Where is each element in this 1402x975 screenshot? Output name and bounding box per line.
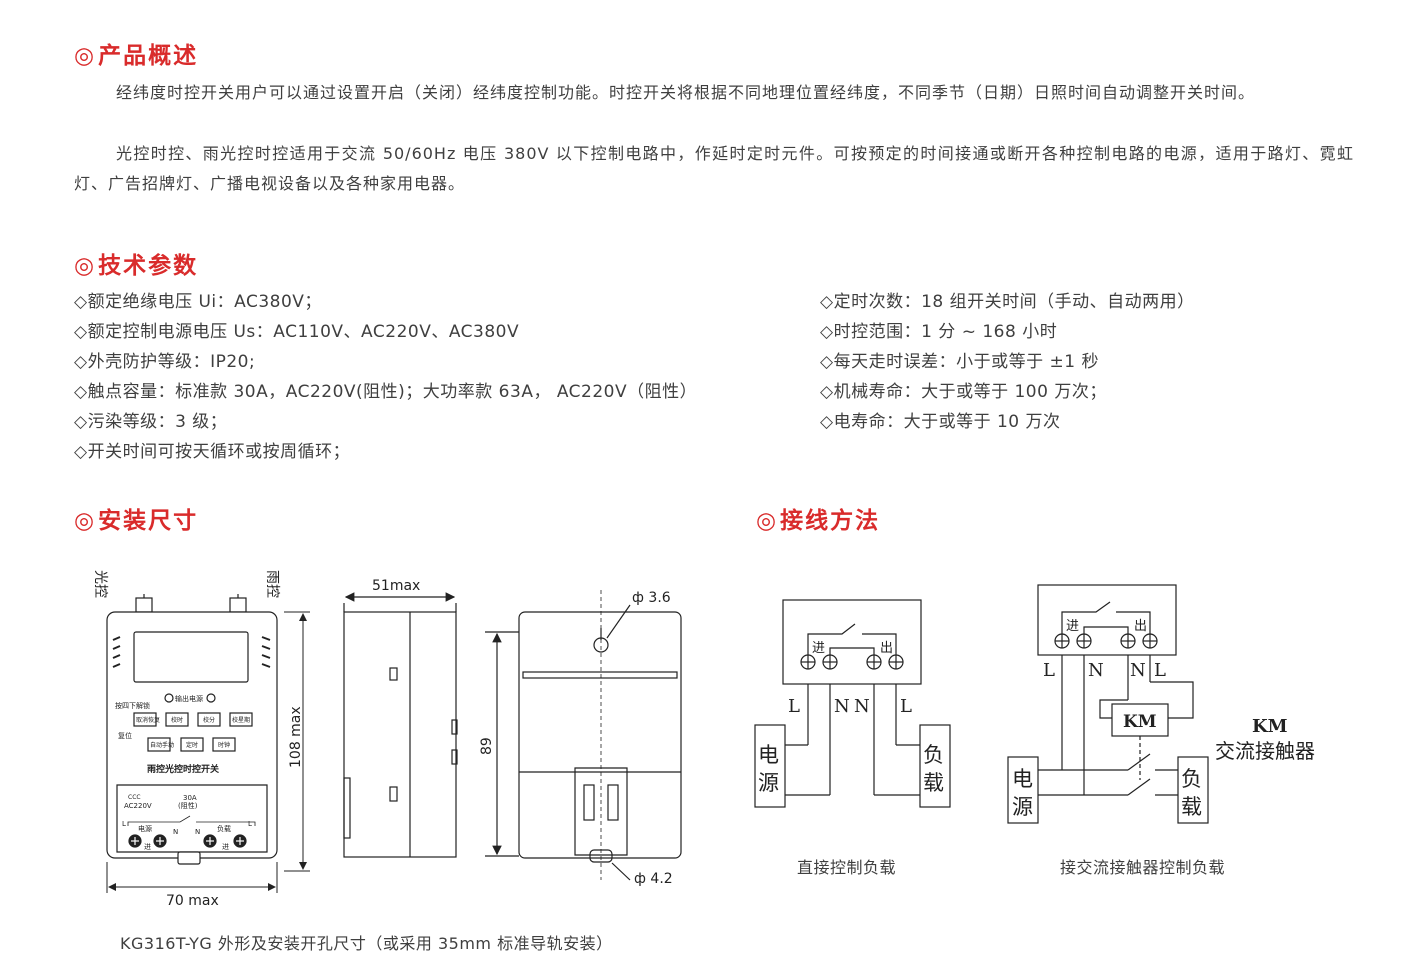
spec-right-5: ◇电寿命：大于或等于 10 万次 (820, 412, 1061, 432)
panel-btn-3: 校分 (203, 716, 215, 724)
wc-N-right: N (1130, 660, 1146, 681)
spec-left-6: ◇开关时间可按天循环或按周循环； (74, 442, 351, 462)
wd-out: 出 (880, 641, 893, 656)
spec-left-4: ◇触点容量：标准款 30A，AC220V(阻性)；大功率款 63A， AC220… (74, 382, 698, 402)
panel-output-power: 输出电源 (175, 694, 203, 703)
wc-L-right: L (1154, 660, 1166, 681)
panel-in-left: 进 (144, 843, 151, 851)
wd-L-right: L (900, 696, 912, 717)
wc-N-left: N (1088, 660, 1104, 681)
section-mark-icon: ◎ (756, 508, 779, 534)
hole-top-label: ф 3.6 (632, 590, 671, 606)
wd-in: 进 (812, 641, 825, 656)
panel-load: 负载 (217, 824, 231, 833)
device-front-view (106, 594, 278, 865)
panel-reset: 复位 (118, 731, 132, 740)
install-title: ◎安装尺寸 (74, 501, 198, 535)
panel-in-right: 进 (222, 843, 229, 851)
wiring-contactor-diagram (1007, 584, 1209, 824)
panel-btn-6: 定时 (186, 741, 198, 749)
spec-right-3: ◇每天走时误差：小于或等于 ±1 秒 (820, 352, 1099, 372)
wc-km-box: KM (1123, 712, 1157, 732)
wc-km-label: KM (1252, 716, 1288, 737)
panel-resistive: (阻性) (178, 801, 198, 810)
panel-current: 30A (183, 794, 197, 802)
contactor-wiring-caption: 接交流接触器控制负载 (1060, 858, 1226, 877)
panel-press-unlock: 按四下解锁 (115, 701, 150, 710)
wiring-direct-diagram (754, 599, 951, 808)
section-mark-icon: ◎ (74, 508, 97, 534)
spec-left-2: ◇额定控制电源电压 Us：AC110V、AC220V、AC380V (74, 322, 520, 342)
spec-left-3: ◇外壳防护等级：IP20; (74, 352, 256, 372)
panel-btn-2: 校时 (171, 716, 183, 724)
wd-power-2: 源 (758, 771, 779, 795)
panel-voltage: AC220V (124, 802, 152, 810)
spec-left-5: ◇污染等级：3 级； (74, 412, 228, 432)
specs-title-text: 技术参数 (98, 253, 199, 279)
overview-title-text: 产品概述 (98, 43, 199, 69)
wc-load-2: 载 (1181, 795, 1202, 819)
panel-cert-mark: CCC (128, 794, 141, 801)
overview-paragraph-2: 光控时控、雨光控时控适用于交流 50/60Hz 电压 380V 以下控制电路中，… (74, 144, 1354, 193)
width-dimension (106, 862, 278, 893)
hole-height-label: 89 (479, 737, 495, 755)
wiring-direct-labels: 进 出 L N N L 电 源 负 载 (758, 641, 944, 795)
wc-L-left: L (1043, 660, 1055, 681)
wiring-contactor-labels: 进 出 L N N L KM KM 交流接触器 电 源 负 载 (1012, 619, 1315, 819)
section-mark-icon: ◎ (74, 43, 97, 69)
install-caption: KG316T-YG 外形及安装开孔尺寸（或采用 35mm 标准导轨安装） (120, 934, 613, 953)
section-mark-icon: ◎ (74, 253, 97, 279)
width-label: 70 max (166, 893, 219, 909)
wiring-title-text: 接线方法 (780, 508, 881, 534)
rain-control-label: 雨控 (264, 570, 280, 598)
wc-in: 进 (1066, 619, 1079, 634)
panel-btn-5: 自动手动 (150, 741, 174, 749)
panel-btn-7: 时钟 (218, 741, 230, 749)
device-back-view (485, 590, 682, 881)
panel-product-name: 雨控光控时控开关 (147, 763, 219, 775)
panel-btn-1: 取消恢复 (136, 716, 160, 724)
wc-load-1: 负 (1181, 767, 1202, 791)
height-label: 108 max (288, 706, 304, 768)
wd-N-left: N (834, 696, 850, 717)
wiring-title: ◎接线方法 (756, 501, 880, 535)
panel-N-left: N (173, 828, 178, 836)
depth-label: 51max (372, 578, 420, 594)
specs-title: ◎技术参数 (74, 246, 198, 280)
device-side-view (343, 592, 458, 858)
wc-out: 出 (1134, 619, 1147, 634)
wc-power-2: 源 (1012, 795, 1033, 819)
spec-right-4: ◇机械寿命：大于或等于 100 万次； (820, 382, 1107, 402)
panel-N-right: N (195, 828, 200, 836)
wd-load-2: 载 (923, 771, 944, 795)
hole-bottom-label: ф 4.2 (634, 871, 673, 887)
spec-left-1: ◇额定绝缘电压 Ui：AC380V； (74, 292, 322, 312)
panel-L-left: L (122, 820, 126, 828)
wd-L-left: L (788, 696, 800, 717)
wd-power-1: 电 (758, 743, 779, 767)
direct-wiring-caption: 直接控制负载 (797, 858, 897, 877)
overview-paragraph-1: 经纬度时控开关用户可以通过设置开启（关闭）经纬度控制功能。时控开关将根据不同地理… (116, 83, 1256, 102)
overview-title: ◎产品概述 (74, 36, 198, 70)
wd-N-right: N (854, 696, 870, 717)
wd-load-1: 负 (923, 743, 944, 767)
wc-power-1: 电 (1012, 767, 1033, 791)
height-dimension (284, 611, 310, 872)
panel-btn-4: 校星期 (232, 716, 250, 724)
install-title-text: 安装尺寸 (98, 508, 199, 534)
spec-right-2: ◇时控范围：1 分 ~ 168 小时 (820, 322, 1058, 342)
wc-km-desc: 交流接触器 (1215, 739, 1315, 763)
light-control-label: 光控 (92, 570, 108, 598)
panel-power: 电源 (138, 824, 152, 833)
device-panel-labels: 输出电源 按四下解锁 复位 取消恢复 校时 校分 校星期 自动手动 定时 时钟 … (115, 694, 252, 851)
panel-L-right: L (248, 820, 252, 828)
spec-right-1: ◇定时次数：18 组开关时间（手动、自动两用） (820, 292, 1195, 312)
